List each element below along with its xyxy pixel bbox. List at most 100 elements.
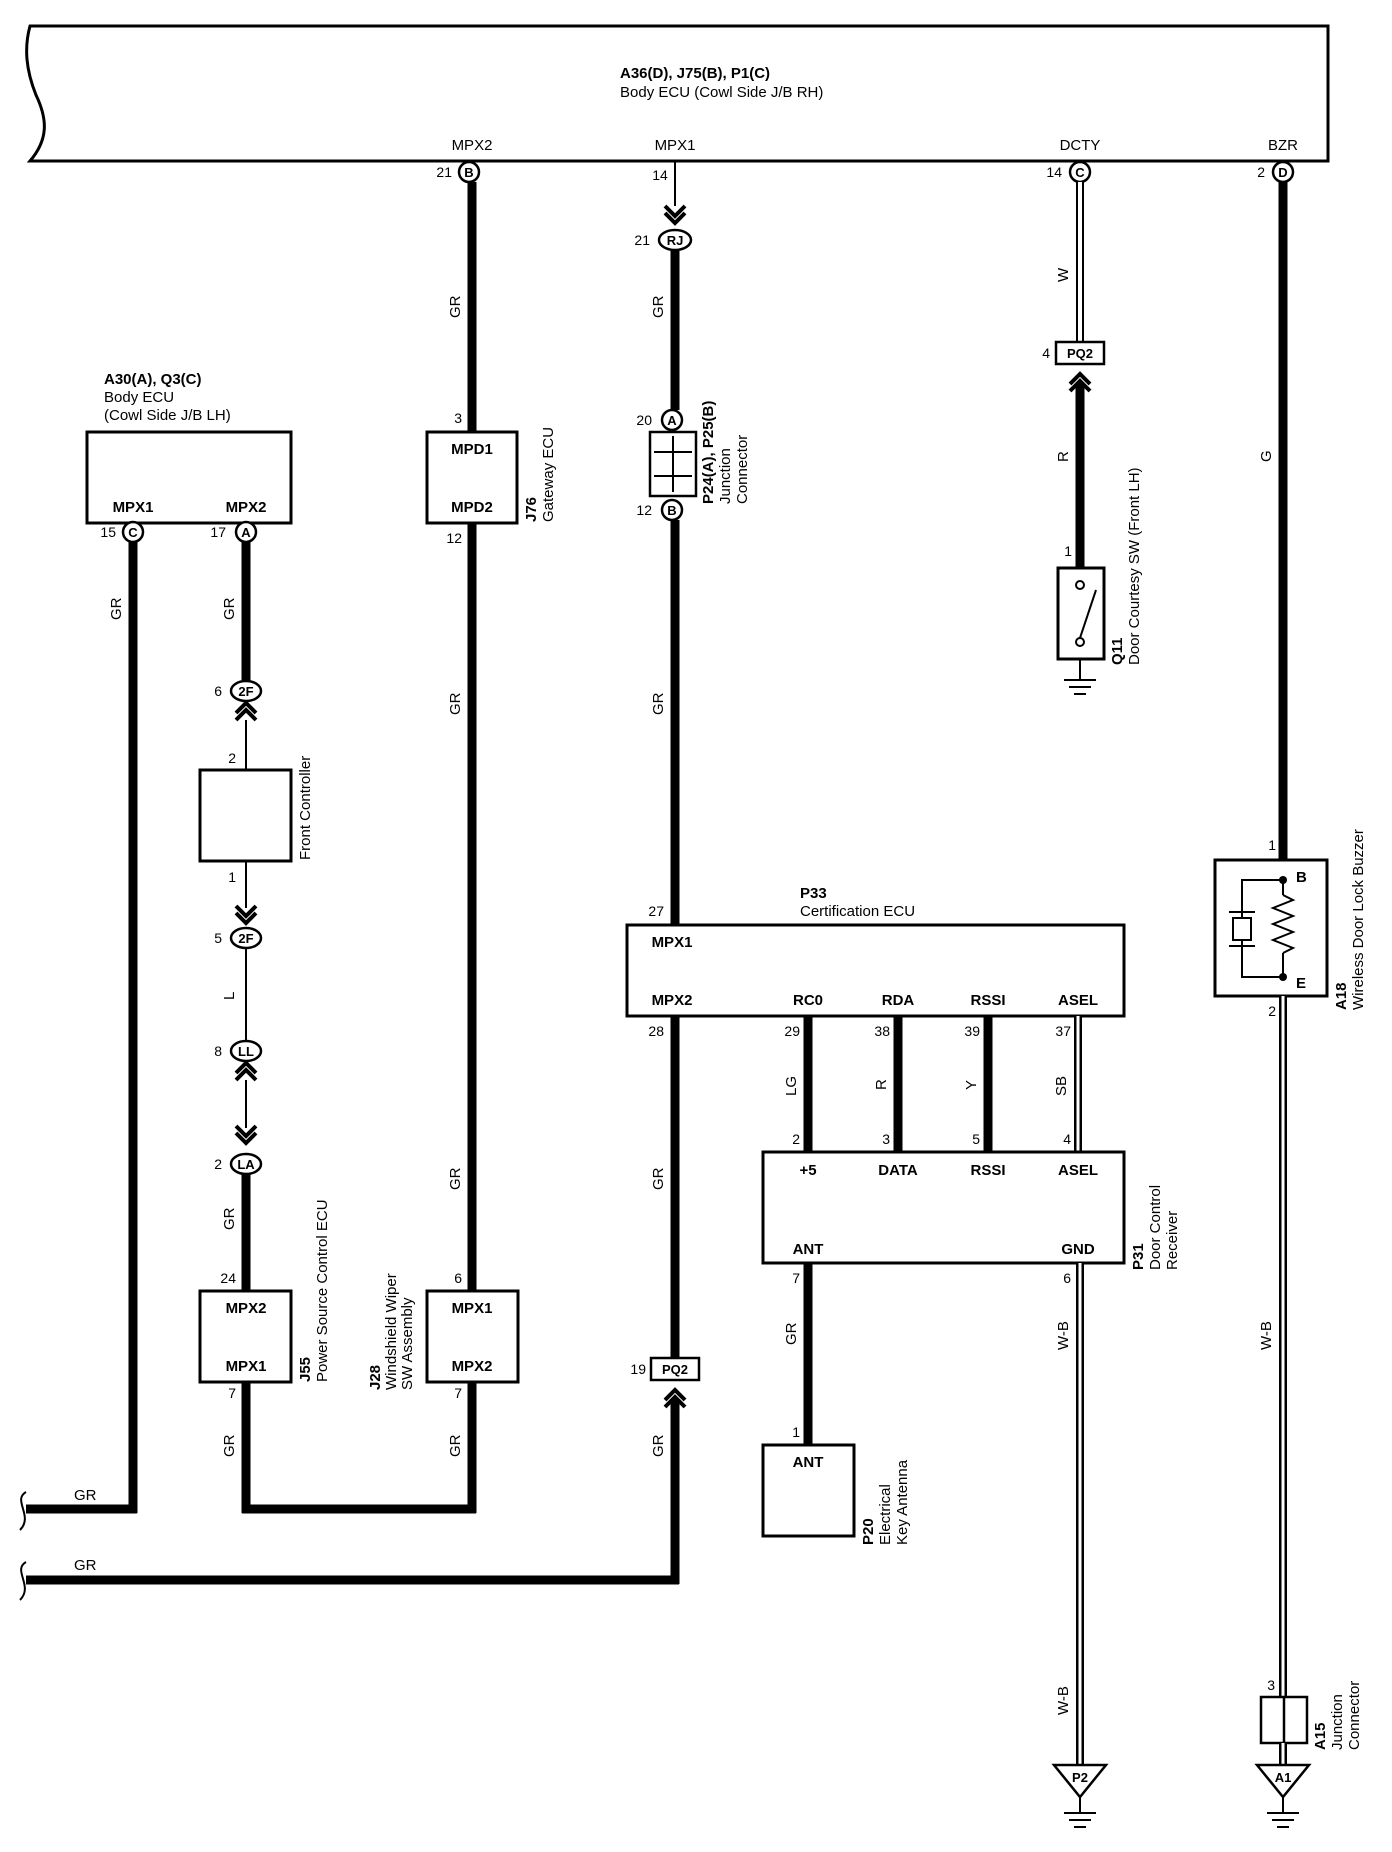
svg-text:MPD1: MPD1 <box>451 441 493 458</box>
svg-text:29: 29 <box>784 1023 800 1039</box>
junction-connector-p24: 20 A 12 B P24(A), P25(B) Junction Connec… <box>636 401 751 522</box>
connector-2f-top: 6 2F <box>214 679 263 703</box>
svg-text:7: 7 <box>792 1270 800 1286</box>
wire-color-label: GR <box>74 1557 97 1574</box>
svg-text:14: 14 <box>1046 164 1062 180</box>
svg-text:6: 6 <box>454 1270 462 1286</box>
svg-text:Door Control: Door Control <box>1147 1185 1164 1270</box>
wire-color-label: GR <box>447 295 464 318</box>
body-ecu-rh-ids: A36(D), J75(B), P1(C) <box>620 65 770 82</box>
certification-ecu: P33 Certification ECU MPX1 27 MPX2 28 RC… <box>625 885 1126 1039</box>
top-pin-dcty: 14 C <box>1046 160 1092 184</box>
svg-text:3: 3 <box>1267 1677 1275 1693</box>
svg-text:6: 6 <box>1063 1270 1071 1286</box>
connector-pq2-top: 4 PQ2 <box>1042 340 1106 366</box>
svg-text:+5: +5 <box>799 1162 816 1179</box>
svg-text:SW Assembly: SW Assembly <box>399 1297 416 1390</box>
svg-text:38: 38 <box>874 1023 890 1039</box>
svg-text:C: C <box>1075 165 1085 180</box>
electrical-key-antenna: 1 ANT P20 Electrical Key Antenna <box>761 1424 911 1545</box>
svg-text:Connector: Connector <box>1346 1681 1363 1750</box>
svg-text:RSSI: RSSI <box>970 1162 1005 1179</box>
wire-break-mark <box>19 1491 27 1531</box>
svg-text:RC0: RC0 <box>793 992 823 1009</box>
wire-color-label: Y <box>963 1080 980 1090</box>
svg-text:(Cowl Side J/B LH): (Cowl Side J/B LH) <box>104 407 231 424</box>
svg-text:MPX2: MPX2 <box>226 1300 267 1317</box>
wire-color-label: W-B <box>1055 1686 1072 1715</box>
ground-p2: P2 <box>1051 1763 1109 1828</box>
connector-arrow <box>234 1124 258 1146</box>
svg-text:MPX1: MPX1 <box>226 1358 267 1375</box>
terminal-bzr-label: BZR <box>1268 137 1298 154</box>
svg-text:RJ: RJ <box>667 233 684 248</box>
svg-text:2F: 2F <box>238 931 253 946</box>
svg-text:MPX2: MPX2 <box>652 992 693 1009</box>
svg-text:14: 14 <box>652 167 668 183</box>
top-pin-bzr: 2 D <box>1257 160 1295 184</box>
svg-text:Door Courtesy SW (Front LH): Door Courtesy SW (Front LH) <box>1126 467 1143 665</box>
svg-text:Front Controller: Front Controller <box>297 756 314 860</box>
body-ecu-rh: A36(D), J75(B), P1(C) Body ECU (Cowl Sid… <box>25 24 1330 163</box>
wire-color-label: W-B <box>1258 1321 1275 1350</box>
svg-text:B: B <box>1296 869 1307 886</box>
connector-arrow <box>663 1387 687 1409</box>
svg-text:J55: J55 <box>297 1357 314 1382</box>
svg-text:B: B <box>667 503 676 518</box>
wire-color-label: R <box>873 1079 890 1090</box>
body-ecu-lh: A30(A), Q3(C) Body ECU (Cowl Side J/B LH… <box>85 371 293 544</box>
svg-text:P2: P2 <box>1072 1770 1088 1785</box>
svg-text:LL: LL <box>238 1044 254 1059</box>
power-source-control-ecu: MPX2 MPX1 24 7 J55 Power Source Control … <box>198 1199 331 1401</box>
svg-text:1: 1 <box>1268 837 1276 853</box>
front-controller: Front Controller <box>198 756 314 863</box>
wire-color-label: GR <box>447 1434 464 1457</box>
terminal-mpx1-label: MPX1 <box>655 137 696 154</box>
wire-color-label: GR <box>447 1167 464 1190</box>
svg-text:P20: P20 <box>860 1518 877 1545</box>
wire-color-label: LG <box>783 1076 800 1096</box>
svg-text:2: 2 <box>1268 1003 1276 1019</box>
connector-arrow <box>234 904 258 926</box>
wire-color-label: W <box>1055 267 1072 282</box>
terminal-mpx2-label: MPX2 <box>452 137 493 154</box>
svg-text:17: 17 <box>210 524 226 540</box>
connector-arrow <box>234 1060 258 1082</box>
connector-arrow <box>1068 371 1092 393</box>
svg-text:1: 1 <box>1064 543 1072 559</box>
svg-text:MPX1: MPX1 <box>652 934 693 951</box>
svg-text:A1: A1 <box>1275 1770 1292 1785</box>
gateway-ecu: MPD1 MPD2 3 12 J76 Gateway ECU <box>425 410 557 546</box>
wire-color-label: SB <box>1053 1076 1070 1096</box>
wire-color-label: GR <box>650 1167 667 1190</box>
wire-color-label: R <box>1055 451 1072 462</box>
svg-text:Q11: Q11 <box>1109 637 1126 665</box>
svg-text:P31: P31 <box>1130 1243 1147 1270</box>
wireless-door-lock-buzzer: 1 B E 2 A18 Wireless Door Lock Buzzer <box>1213 829 1367 1019</box>
svg-text:MPX2: MPX2 <box>452 1358 493 1375</box>
svg-text:C: C <box>128 525 138 540</box>
svg-text:39: 39 <box>964 1023 980 1039</box>
windshield-wiper-sw: MPX1 MPX2 6 7 J28 Windshield Wiper SW As… <box>367 1270 520 1401</box>
terminal-dcty-label: DCTY <box>1060 137 1101 154</box>
svg-text:E: E <box>1296 975 1306 992</box>
svg-text:A: A <box>241 525 251 540</box>
svg-text:20: 20 <box>636 412 652 428</box>
svg-text:27: 27 <box>648 903 664 919</box>
connector-2f-bottom: 5 2F <box>214 926 263 950</box>
wire-color-label: GR <box>221 1207 238 1230</box>
svg-text:7: 7 <box>228 1385 236 1401</box>
svg-text:Windshield Wiper: Windshield Wiper <box>383 1273 400 1390</box>
svg-text:2F: 2F <box>238 684 253 699</box>
svg-text:RDA: RDA <box>882 992 915 1009</box>
wire-color-label: GR <box>783 1322 800 1345</box>
connector-rj: 21 RJ <box>634 228 693 252</box>
svg-text:Connector: Connector <box>734 435 751 504</box>
svg-text:Junction: Junction <box>1329 1694 1346 1750</box>
svg-text:37: 37 <box>1055 1023 1071 1039</box>
connector-ll: 8 LL <box>214 1039 263 1063</box>
svg-text:4: 4 <box>1042 345 1050 361</box>
svg-text:ANT: ANT <box>793 1454 824 1471</box>
svg-text:J28: J28 <box>367 1365 384 1390</box>
